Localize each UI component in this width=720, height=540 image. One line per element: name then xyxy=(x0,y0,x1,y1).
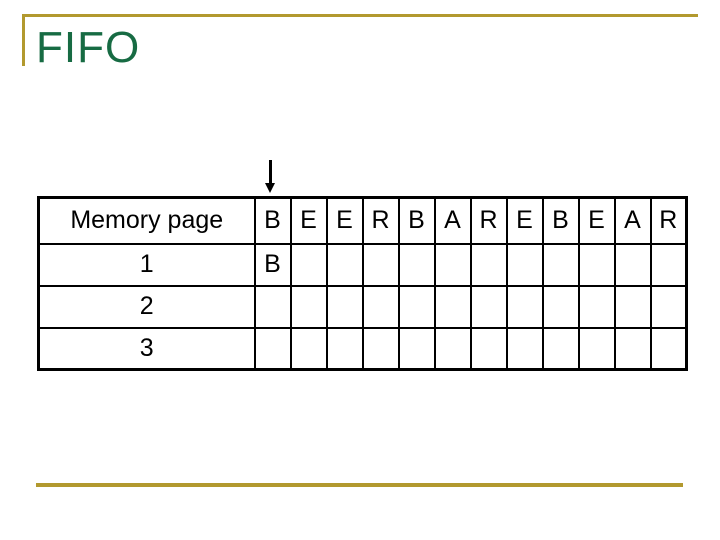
table-row-frame-3: 3 xyxy=(37,326,688,371)
down-arrow-icon xyxy=(264,160,276,194)
page-cell xyxy=(505,242,544,287)
fifo-table: Memory page B E E R B A R E B E A R 1 B xyxy=(37,196,688,371)
row-label: 1 xyxy=(37,242,256,287)
reference-letter-cell: R xyxy=(649,196,688,245)
row-label: 3 xyxy=(37,326,256,371)
page-cell xyxy=(361,326,400,371)
page-title: FIFO xyxy=(36,23,141,72)
reference-letter-cell: A xyxy=(433,196,472,245)
page-cell xyxy=(397,242,436,287)
table-row-frame-2: 2 xyxy=(37,284,688,329)
page-cell xyxy=(649,326,688,371)
left-accent-line xyxy=(22,14,25,66)
page-cell xyxy=(289,326,328,371)
reference-letter-cell: A xyxy=(613,196,652,245)
down-arrow-head xyxy=(264,183,275,193)
page-cell xyxy=(325,242,364,287)
page-cell xyxy=(325,284,364,329)
page-cell xyxy=(397,326,436,371)
page-cell xyxy=(253,284,292,329)
down-arrow-shaft xyxy=(268,160,272,184)
page-cell xyxy=(577,242,616,287)
page-cell xyxy=(469,326,508,371)
reference-letter-cell: B xyxy=(541,196,580,245)
page-cell xyxy=(469,284,508,329)
page-cell xyxy=(397,284,436,329)
page-cell xyxy=(577,284,616,329)
page-cell xyxy=(541,326,580,371)
reference-letter-cell: E xyxy=(325,196,364,245)
page-cell xyxy=(433,242,472,287)
header-label-cell: Memory page xyxy=(37,196,256,245)
page-cell xyxy=(361,242,400,287)
page-cell xyxy=(325,326,364,371)
page-cell xyxy=(289,242,328,287)
reference-letter-cell: B xyxy=(397,196,436,245)
page-cell xyxy=(613,242,652,287)
page-cell xyxy=(613,284,652,329)
table-header-row: Memory page B E E R B A R E B E A R xyxy=(37,196,688,245)
table-row-frame-1: 1 B xyxy=(37,242,688,287)
page-cell xyxy=(253,326,292,371)
page-cell xyxy=(433,284,472,329)
page-cell xyxy=(433,326,472,371)
page-cell xyxy=(289,284,328,329)
page-cell xyxy=(541,284,580,329)
reference-letter-cell: E xyxy=(505,196,544,245)
page-cell xyxy=(505,326,544,371)
reference-letter-cell: R xyxy=(361,196,400,245)
page-cell xyxy=(577,326,616,371)
reference-letter-cell: R xyxy=(469,196,508,245)
page-cell xyxy=(649,242,688,287)
reference-letter-cell: E xyxy=(577,196,616,245)
allocated-page-cell: B xyxy=(253,242,292,287)
page-cell xyxy=(361,284,400,329)
page-cell xyxy=(505,284,544,329)
page-cell xyxy=(649,284,688,329)
top-accent-line xyxy=(22,14,698,17)
row-label: 2 xyxy=(37,284,256,329)
page-cell xyxy=(613,326,652,371)
bottom-accent-line xyxy=(36,483,683,487)
page-cell xyxy=(541,242,580,287)
page-cell xyxy=(469,242,508,287)
reference-letter-cell: B xyxy=(253,196,292,245)
reference-letter-cell: E xyxy=(289,196,328,245)
